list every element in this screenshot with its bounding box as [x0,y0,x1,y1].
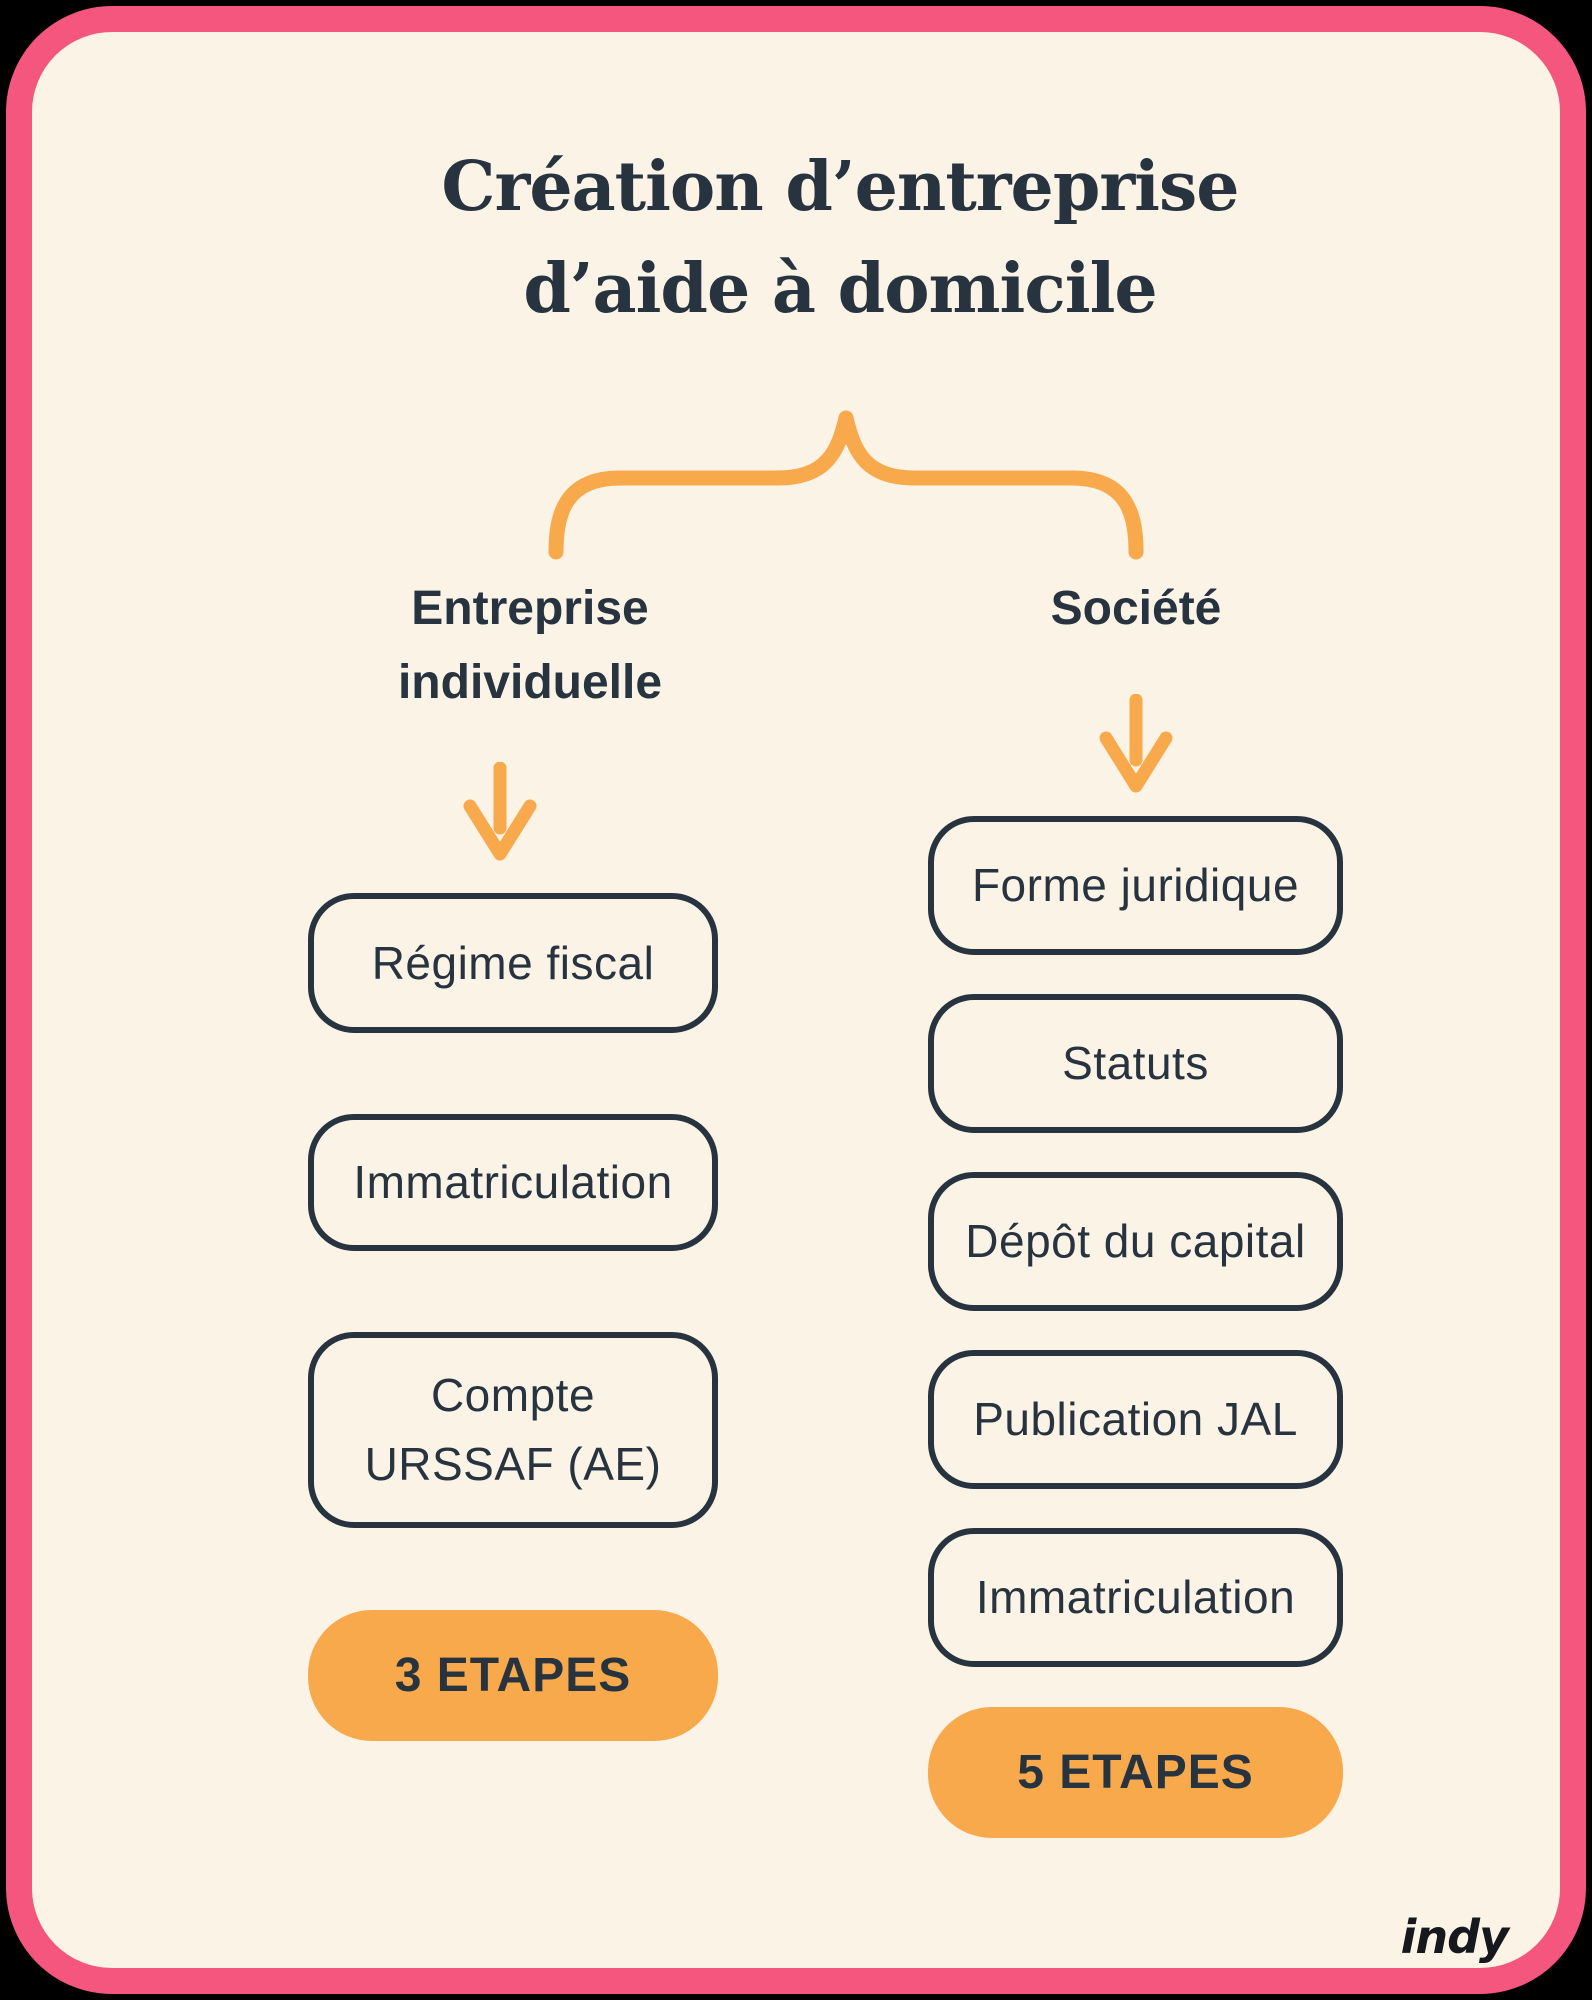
brace-icon [548,410,1144,560]
step-box-compte-urssaf: Compte URSSAF (AE) [308,1332,718,1528]
arrow-down-icon [1099,694,1173,793]
indy-logo: indy [1400,1910,1509,1964]
step-box-statuts: Statuts [928,994,1343,1133]
step-box-regime-fiscal: Régime fiscal [308,893,718,1033]
step-box-depot-du-capital: Dépôt du capital [928,1172,1343,1311]
column-entreprise-individuelle: Régime fiscal Immatriculation Compte URS… [308,893,718,1741]
column-societe: Forme juridique Statuts Dépôt du capital… [928,816,1343,1838]
badge-5-etapes: 5 ETAPES [928,1707,1343,1838]
infographic-card [6,6,1586,1994]
step-box-publication-jal: Publication JAL [928,1350,1343,1489]
page-title-line-1: Création d’entreprise [441,147,1239,227]
badge-3-etapes: 3 ETAPES [308,1610,718,1741]
step-box-immatriculation-ei: Immatriculation [308,1114,718,1251]
branch-label-societe: Société [1050,582,1222,635]
step-box-forme-juridique: Forme juridique [928,816,1343,955]
branch-label-entreprise-individuelle: Entreprise individuelle [397,582,663,710]
page-title: Création d’entreprise d’aide à domicile [88,136,1592,340]
arrow-down-icon [463,762,537,861]
page-title-line-2: d’aide à domicile [523,249,1157,329]
step-box-immatriculation-societe: Immatriculation [928,1528,1343,1667]
